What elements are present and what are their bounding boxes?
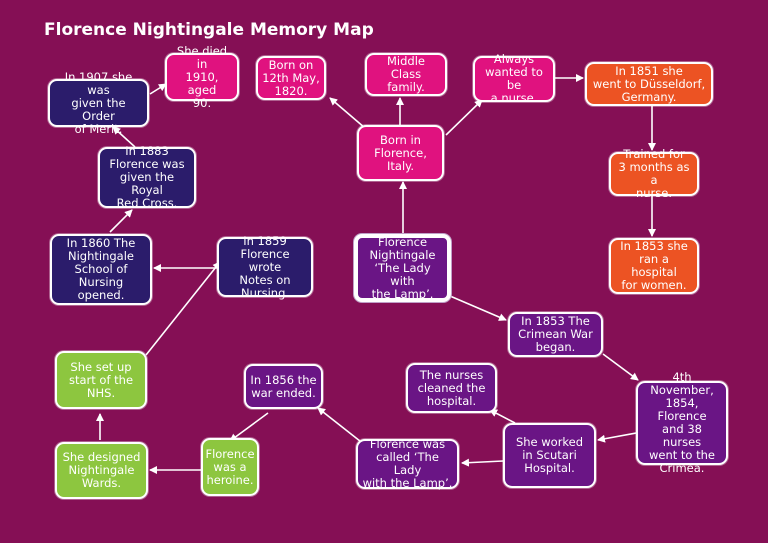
arrow-redcross-to-order [112, 126, 136, 148]
arrow-scutari-to-lady [461, 458, 504, 467]
node-born: Born in Florence, Italy. [357, 125, 444, 181]
node-heroine: Florence was a heroine. [201, 438, 259, 496]
arrow-born-to-born-date [329, 97, 366, 129]
node-lady-lamp: Florence was called ‘The Lady with the L… [356, 438, 459, 490]
page-title: Florence Nightingale Memory Map [44, 20, 374, 40]
node-war-ended: In 1856 the war ended. [244, 364, 323, 409]
node-middle-class: Middle Class family. [365, 53, 447, 96]
node-crimean-war: In 1853 The Crimean War began. [508, 312, 603, 357]
arrow-lady-to-war-ended [317, 407, 366, 446]
node-center-florence: Florence Nightingale ‘The Lady with the … [354, 234, 451, 302]
node-red-cross: In 1883 Florence was given the Royal Red… [98, 145, 196, 210]
node-dusseldorf: In 1851 she went to Düsseldorf, Germany. [585, 62, 713, 106]
node-wards: She designed Nightingale Wards. [55, 442, 148, 499]
arrow-school-to-redcross [109, 209, 133, 233]
arrow-war-to-heroine [229, 412, 269, 442]
node-school: In 1860 The Nightingale School of Nursin… [50, 234, 152, 305]
node-trained: Trained for 3 months as a nurse. [609, 148, 699, 200]
arrow-scutari-to-cleaned [489, 409, 516, 424]
node-notes: In 1859 Florence wrote Notes on Nursing. [217, 234, 313, 299]
arrow-nov-to-scutari [597, 432, 637, 443]
arrow-order-to-died [149, 83, 167, 95]
arrow-nhs-to-notes [145, 261, 221, 356]
node-scutari: She worked in Scutari Hospital. [503, 423, 596, 488]
node-nhs: She set up start of the NHS. [55, 351, 147, 409]
arrow-crimean-to-nov [602, 353, 639, 381]
node-born-date: Born on 12th May, 1820. [256, 56, 326, 100]
node-cleaned: The nurses cleaned the hospital. [406, 363, 497, 413]
node-nov-1854: 4th November, 1854, Florence and 38 nurs… [636, 371, 728, 475]
node-died: She died in 1910, aged 90. [165, 44, 239, 109]
arrow-born-to-wanted-nurse [445, 99, 483, 136]
node-wanted-nurse: Always wanted to be a nurse. [473, 53, 555, 105]
node-hospital-women: In 1853 she ran a hospital for women. [609, 238, 699, 294]
node-order-of-merit: In 1907 she was given the Order of Merit… [48, 70, 149, 135]
arrow-center-to-crimean [449, 295, 507, 321]
